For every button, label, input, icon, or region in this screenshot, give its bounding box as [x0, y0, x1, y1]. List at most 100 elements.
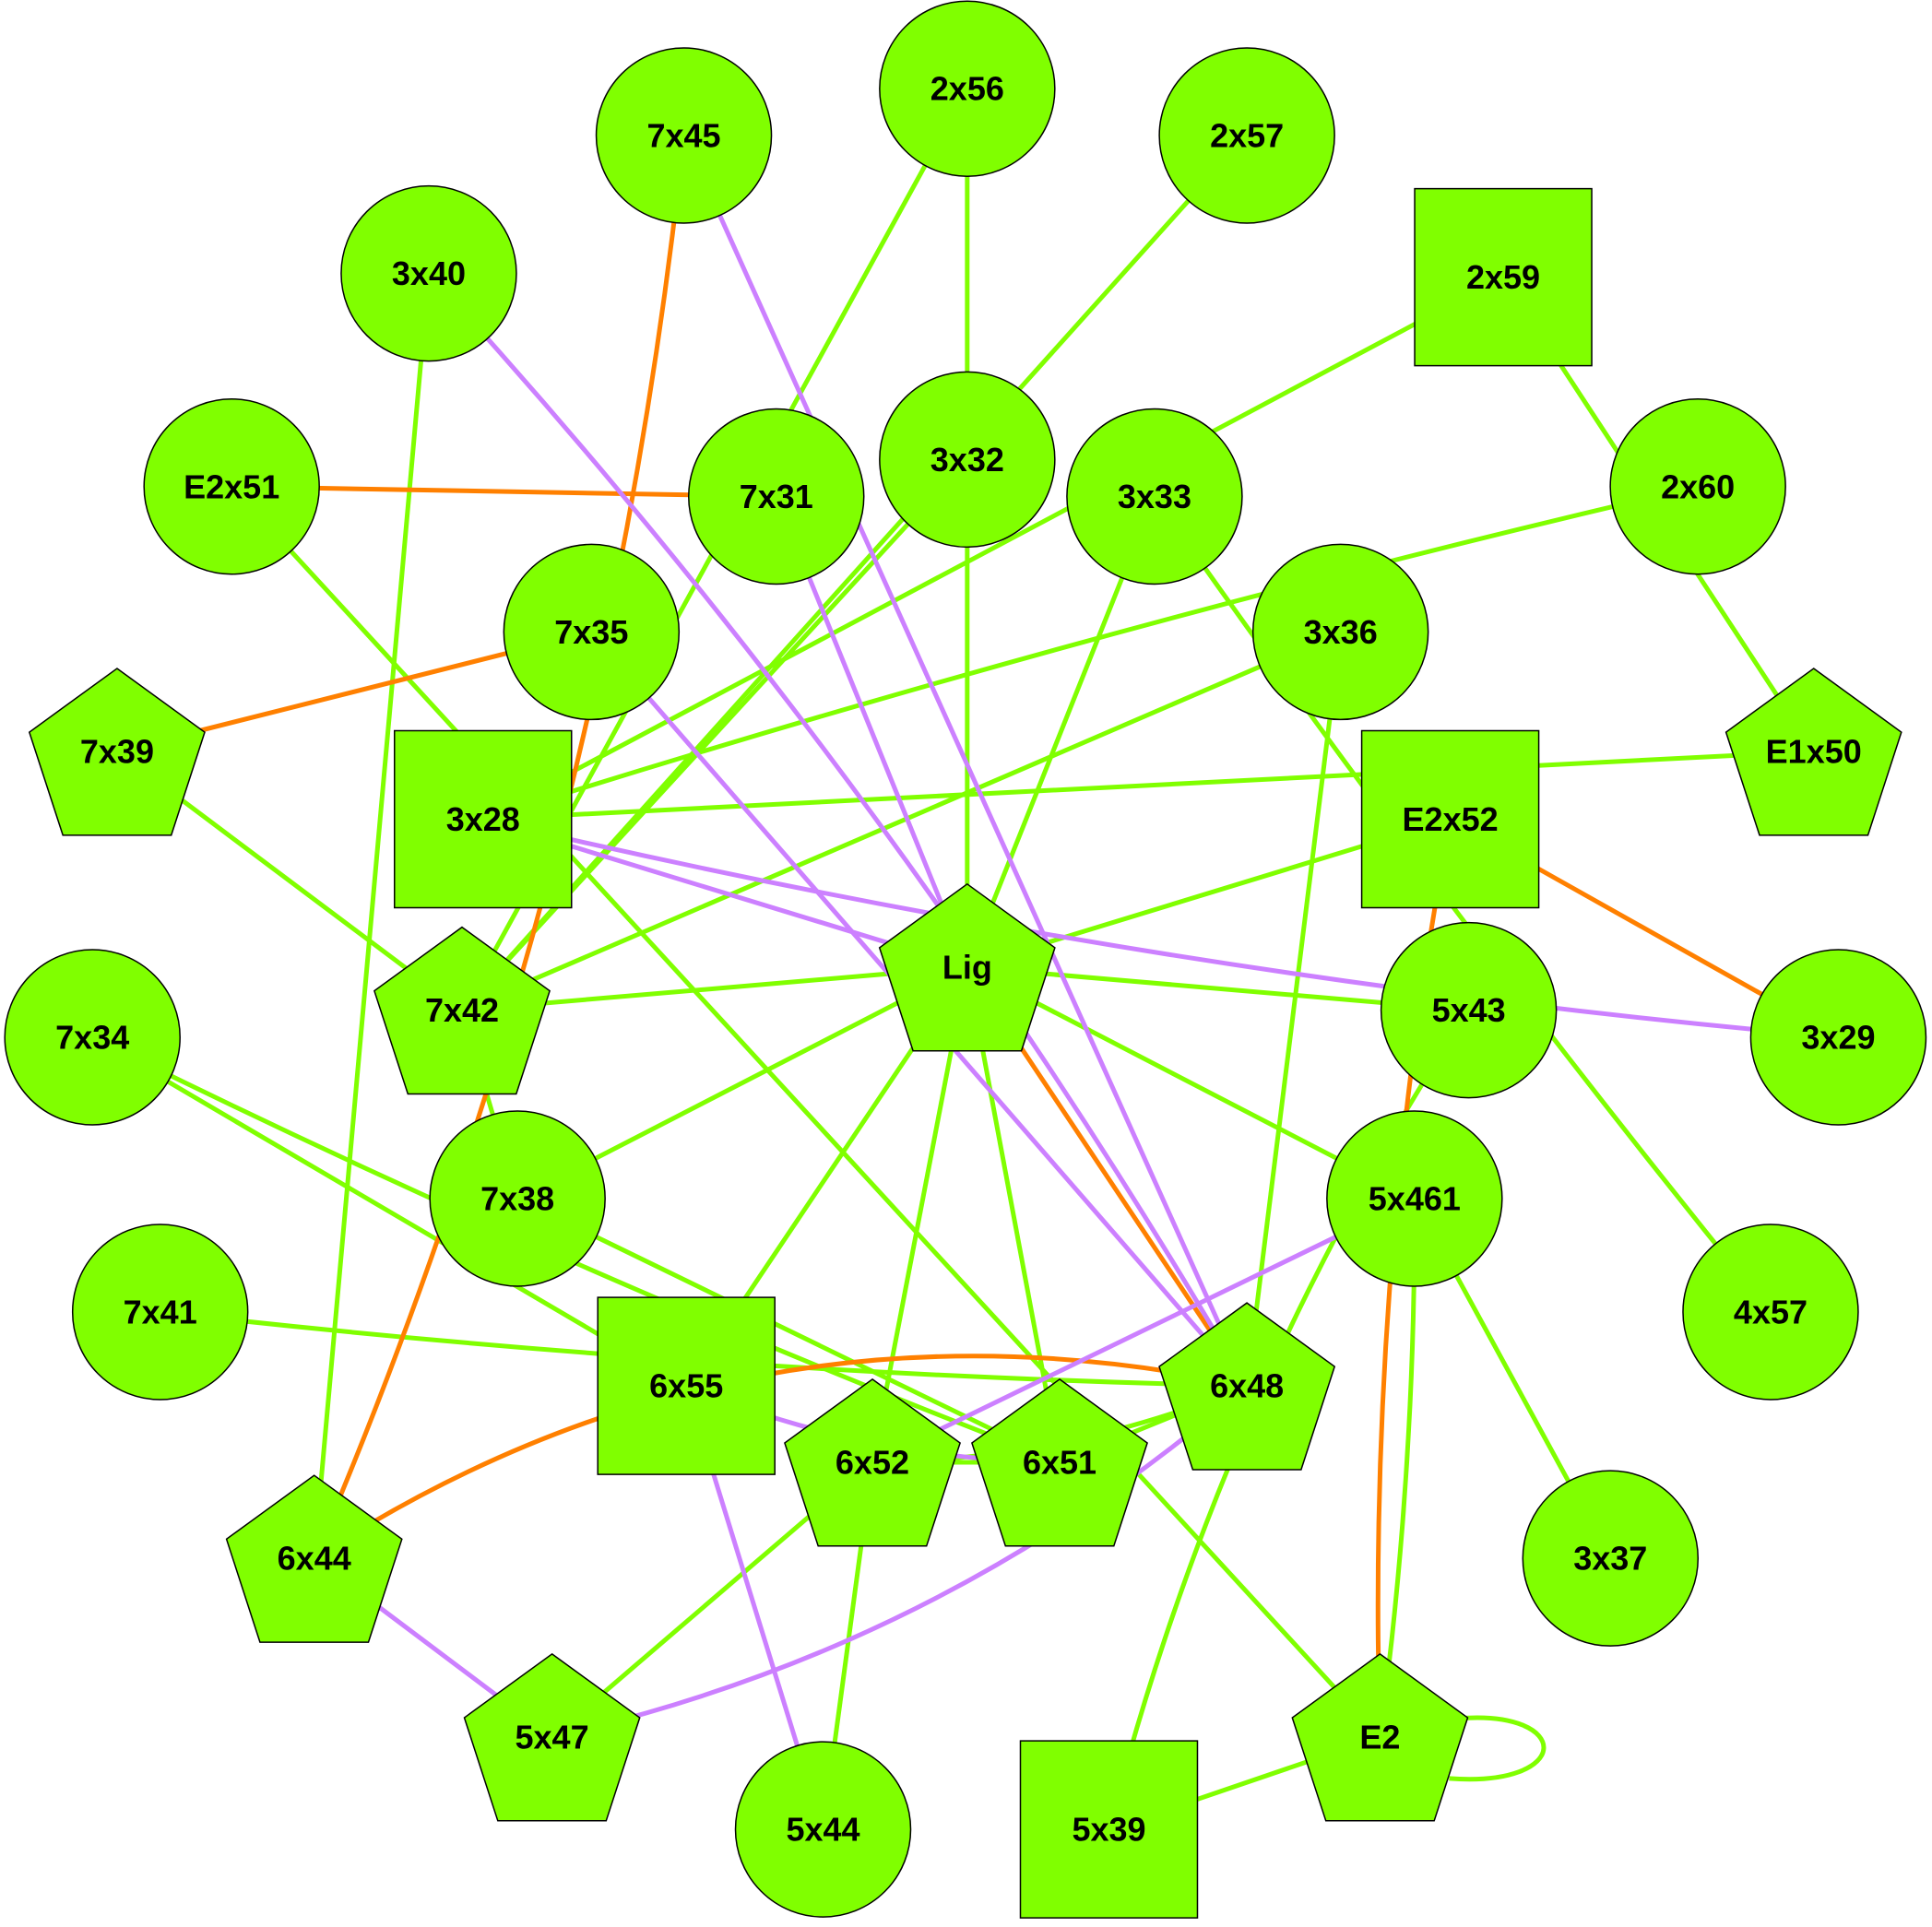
edge-purple-6x48-5x47	[551, 1384, 1249, 1740]
edge-green-3x36-6x48	[1244, 632, 1344, 1387]
edge-green-3x28-E1x50	[482, 749, 1814, 822]
node-label: 6x52	[836, 1443, 909, 1481]
node-3x40[interactable]: 3x40	[340, 184, 517, 362]
node-shape-square	[1019, 1740, 1199, 1919]
node-E1x50[interactable]: E1x50	[1725, 668, 1902, 836]
node-label: 3x36	[1304, 613, 1378, 651]
node-3x32[interactable]: 3x32	[879, 371, 1056, 549]
node-5x47[interactable]: 5x47	[463, 1652, 641, 1822]
edge-purple-3x40-6x48	[427, 271, 1250, 1388]
node-shape-pentagon	[1725, 668, 1902, 836]
node-shape-circle	[1682, 1224, 1859, 1401]
node-6x44[interactable]: 6x44	[225, 1474, 403, 1643]
node-E2x52[interactable]: E2x52	[1360, 729, 1540, 909]
node-label: 3x40	[392, 254, 466, 292]
node-6x48[interactable]: 6x48	[1158, 1302, 1336, 1471]
node-label: 5x39	[1072, 1811, 1145, 1849]
node-label: 7x41	[124, 1293, 197, 1330]
node-2x59[interactable]: 2x59	[1414, 187, 1593, 367]
node-shape-circle	[1251, 543, 1429, 721]
node-7x38[interactable]: 7x38	[429, 1110, 606, 1287]
node-Lig[interactable]: Lig	[878, 882, 1056, 1052]
node-label: 3x32	[930, 441, 1004, 479]
node-shape-square	[1414, 187, 1593, 367]
node-2x57[interactable]: 2x57	[1158, 47, 1335, 224]
edge-green-2x60-3x28	[481, 484, 1699, 822]
node-label: E2	[1359, 1718, 1400, 1756]
node-5x39[interactable]: 5x39	[1019, 1740, 1199, 1919]
node-label: 6x48	[1210, 1367, 1284, 1405]
node-3x33[interactable]: 3x33	[1066, 408, 1243, 585]
node-shape-pentagon	[463, 1652, 641, 1822]
node-label: 2x59	[1466, 258, 1540, 296]
node-label: E1x50	[1766, 733, 1862, 771]
node-7x31[interactable]: 7x31	[687, 408, 865, 585]
node-label: 5x43	[1432, 991, 1506, 1029]
node-shape-circle	[503, 543, 681, 721]
node-shape-circle	[4, 949, 181, 1126]
node-shape-pentagon	[971, 1377, 1148, 1547]
node-label: 7x42	[425, 991, 499, 1029]
node-shape-circle	[143, 398, 320, 575]
node-label: 4x57	[1734, 1293, 1808, 1330]
edge-green-3x32-7x42	[460, 457, 969, 1012]
node-5x461[interactable]: 5x461	[1326, 1110, 1503, 1287]
node-label: 2x56	[930, 70, 1004, 108]
node-shape-circle	[879, 0, 1056, 177]
node-label: 2x57	[1210, 116, 1284, 154]
node-6x52[interactable]: 6x52	[784, 1377, 961, 1547]
node-3x36[interactable]: 3x36	[1251, 543, 1429, 721]
node-7x45[interactable]: 7x45	[595, 47, 773, 224]
node-3x37[interactable]: 3x37	[1522, 1470, 1700, 1647]
node-3x29[interactable]: 3x29	[1749, 949, 1927, 1126]
node-shape-circle	[1326, 1110, 1503, 1287]
node-label: 7x35	[554, 613, 628, 651]
node-shape-square	[394, 729, 573, 909]
node-shape-square	[597, 1296, 776, 1475]
edge-green-2x59-3x28	[481, 275, 1505, 822]
edge-green-3x36-7x42	[461, 630, 1342, 1012]
edge-green-3x33-4x57	[1152, 495, 1772, 1314]
node-label: 7x45	[646, 116, 720, 154]
node-4x57[interactable]: 4x57	[1682, 1224, 1859, 1401]
node-shape-pentagon	[1291, 1652, 1469, 1822]
node-6x55[interactable]: 6x55	[597, 1296, 776, 1475]
edge-green-7x38-6x51	[516, 1196, 1061, 1465]
node-label: 3x37	[1573, 1540, 1647, 1578]
node-label: 7x31	[740, 478, 813, 515]
node-shape-pentagon	[373, 926, 551, 1095]
node-shape-circle	[71, 1224, 249, 1401]
node-label: 5x47	[516, 1718, 589, 1756]
node-7x34[interactable]: 7x34	[4, 949, 181, 1126]
node-shape-circle	[340, 184, 517, 362]
node-shape-circle	[687, 408, 865, 585]
node-shape-circle	[1609, 398, 1786, 575]
node-5x44[interactable]: 5x44	[734, 1741, 912, 1918]
node-shape-circle	[429, 1110, 606, 1287]
edge-purple-7x45-6x48	[682, 134, 1250, 1388]
node-7x41[interactable]: 7x41	[71, 1224, 249, 1401]
node-2x56[interactable]: 2x56	[879, 0, 1056, 177]
node-E2x51[interactable]: E2x51	[143, 398, 320, 575]
node-label: 5x44	[786, 1811, 859, 1849]
node-label: 3x29	[1801, 1018, 1875, 1056]
node-shape-pentagon	[1158, 1302, 1336, 1471]
node-label: 6x55	[649, 1367, 723, 1405]
edge-purple-3x28-3x29	[482, 817, 1839, 1040]
node-3x28[interactable]: 3x28	[394, 729, 573, 909]
node-E2[interactable]: E2	[1291, 1652, 1469, 1822]
node-label: 6x51	[1023, 1443, 1096, 1481]
node-7x42[interactable]: 7x42	[373, 926, 551, 1095]
node-shape-circle	[1749, 949, 1927, 1126]
node-6x51[interactable]: 6x51	[971, 1377, 1148, 1547]
node-shape-circle	[595, 47, 773, 224]
node-7x39[interactable]: 7x39	[28, 668, 206, 836]
edge-purple-5x461-6x52	[871, 1196, 1416, 1465]
node-5x43[interactable]: 5x43	[1380, 921, 1558, 1099]
node-shape-circle	[1066, 408, 1243, 585]
node-label: E2x52	[1403, 800, 1499, 838]
node-2x60[interactable]: 2x60	[1609, 398, 1786, 575]
node-shape-pentagon	[784, 1377, 961, 1547]
node-7x35[interactable]: 7x35	[503, 543, 681, 721]
